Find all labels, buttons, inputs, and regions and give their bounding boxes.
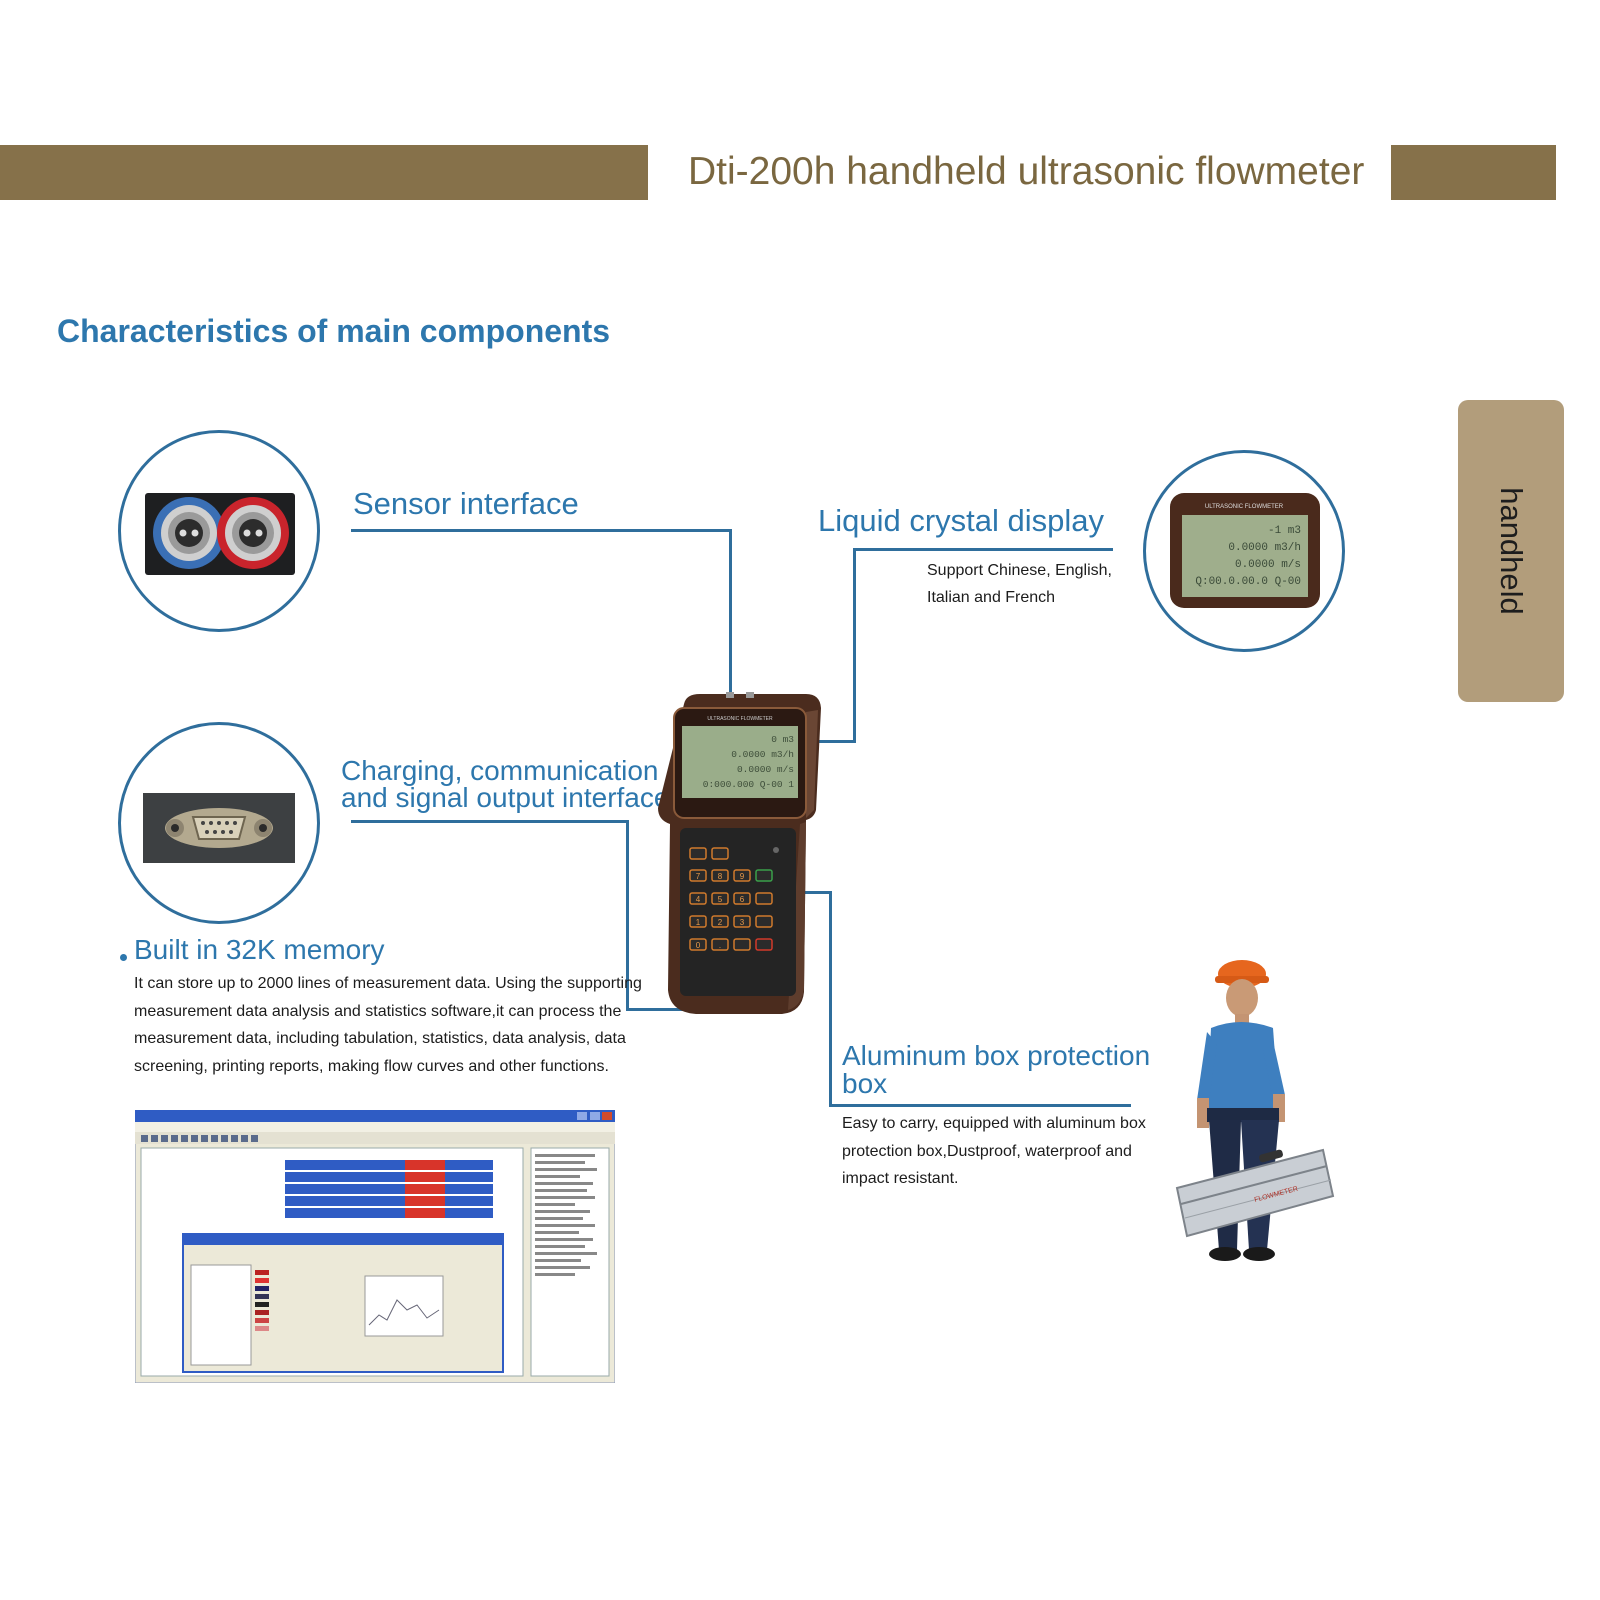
svg-text:4: 4	[696, 895, 701, 904]
svg-text:Q:00.0.00.0 Q-00: Q:00.0.00.0 Q-00	[1195, 576, 1301, 588]
section-title: Characteristics of main components	[57, 313, 611, 349]
charging-title-line1: Charging, communication	[341, 755, 659, 786]
lcd-closeup-icon: ULTRASONIC FLOWMETER -1 m3 0.0000 m3/h 0…	[1170, 493, 1320, 608]
db9-connector-icon	[143, 793, 295, 863]
side-tab-handheld[interactable]: handheld	[1458, 400, 1564, 702]
aluminum-box-desc: Easy to carry, equipped with aluminum bo…	[842, 1115, 1146, 1187]
aluminum-box-title-line1: Aluminum box protection	[842, 1040, 1151, 1071]
worker-with-case-image: FLOWMETER	[1175, 960, 1335, 1261]
svg-text:2: 2	[718, 918, 723, 927]
charging-title-line2: and signal output interface	[341, 782, 670, 813]
header-band-left	[0, 145, 648, 200]
lcd-title: Liquid crystal display	[818, 503, 1105, 538]
svg-text:0:000.000 Q-00 1: 0:000.000 Q-00 1	[703, 779, 795, 790]
lcd-desc-line1: Support Chinese, English,	[927, 562, 1112, 579]
aluminum-box-title-line2: box	[842, 1068, 888, 1099]
svg-text:6: 6	[740, 895, 745, 904]
lcd-desc-line2: Italian and French	[927, 589, 1056, 606]
svg-text:0.0000 m/s: 0.0000 m/s	[737, 764, 794, 775]
memory-title: Built in 32K memory	[134, 934, 385, 965]
svg-text:9: 9	[740, 872, 745, 881]
charging-interface-circle	[118, 722, 320, 924]
svg-text:.: .	[719, 941, 721, 950]
svg-text:0.0000 m3/h: 0.0000 m3/h	[1228, 542, 1301, 554]
svg-text:8: 8	[718, 872, 723, 881]
svg-text:5: 5	[718, 895, 723, 904]
sensor-interface-title: Sensor interface	[353, 486, 579, 521]
lcd-circle: ULTRASONIC FLOWMETER -1 m3 0.0000 m3/h 0…	[1143, 450, 1345, 652]
svg-text:ULTRASONIC FLOWMETER: ULTRASONIC FLOWMETER	[1205, 504, 1284, 510]
software-screenshot-image	[135, 1110, 615, 1383]
flowmeter-device-image: ULTRASONIC FLOWMETER 0 m3 0.0000 m3/h 0.…	[658, 692, 821, 1014]
svg-text:0.0000 m3/h: 0.0000 m3/h	[731, 749, 794, 760]
svg-text:0.0000 m/s: 0.0000 m/s	[1235, 559, 1301, 571]
svg-text:1: 1	[696, 918, 701, 927]
side-tab-label: handheld	[1494, 487, 1529, 615]
svg-text:3: 3	[740, 918, 745, 927]
memory-desc: It can store up to 2000 lines of measure…	[134, 975, 642, 1075]
svg-text:-1 m3: -1 m3	[1268, 525, 1301, 537]
svg-text:0 m3: 0 m3	[771, 734, 794, 745]
svg-text:0: 0	[696, 941, 701, 950]
page-title: Dti-200h handheld ultrasonic flowmeter	[688, 150, 1365, 193]
bullet-dot	[120, 954, 127, 961]
sensor-connector-icon	[145, 493, 295, 575]
svg-text:7: 7	[696, 872, 701, 881]
svg-text:ULTRASONIC FLOWMETER: ULTRASONIC FLOWMETER	[707, 716, 773, 722]
header-band-right	[1391, 145, 1556, 200]
sensor-interface-circle	[118, 430, 320, 632]
